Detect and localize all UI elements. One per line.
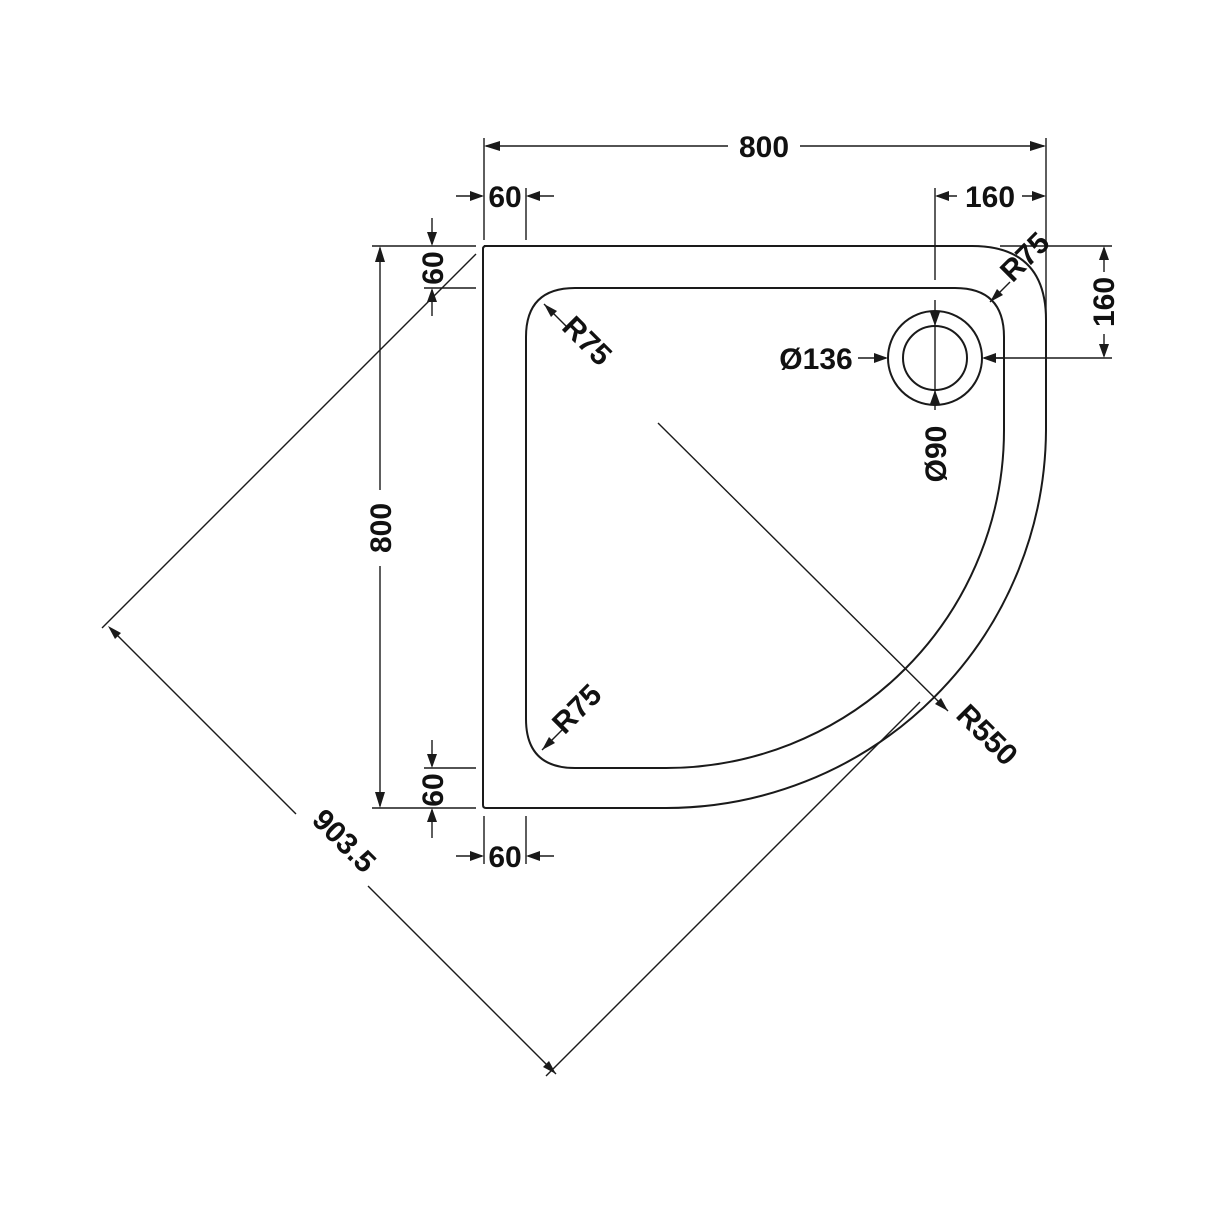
overall-depth-label: 800 bbox=[365, 503, 398, 553]
waste-inner-diameter-label: Ø90 bbox=[920, 426, 953, 483]
dim-rim-left-bottom: 60 bbox=[417, 740, 476, 838]
rim-left-label: 60 bbox=[417, 251, 450, 284]
dim-diagonal: 903.5 bbox=[101, 253, 921, 1077]
dim-waste-offset-x: 160 bbox=[934, 181, 1046, 280]
inner-radius-bottom-label: R75 bbox=[546, 678, 608, 740]
dim-rim-top: 60 bbox=[456, 181, 554, 240]
inner-radius-top-label: R75 bbox=[556, 310, 618, 372]
corner-radius-outer-label: R75 bbox=[994, 226, 1056, 288]
rim-top-label: 60 bbox=[488, 181, 521, 214]
dim-rim-left: 60 bbox=[417, 218, 476, 316]
diagonal-label: 903.5 bbox=[306, 803, 382, 879]
dim-inner-radius-top: R75 bbox=[543, 303, 618, 372]
rim-left-bottom-label: 60 bbox=[417, 773, 450, 806]
dim-overall-width: 800 bbox=[483, 131, 1047, 395]
dim-rim-bottom: 60 bbox=[456, 816, 554, 874]
dim-inner-radius-bottom: R75 bbox=[541, 678, 608, 751]
overall-width-label: 800 bbox=[739, 131, 789, 164]
rim-bottom-label: 60 bbox=[488, 841, 521, 874]
dim-waste-offset-y: 160 bbox=[990, 245, 1121, 359]
dim-overall-depth: 800 bbox=[365, 245, 476, 809]
waste-offset-x-label: 160 bbox=[965, 181, 1015, 214]
dim-waste-inner: Ø90 bbox=[920, 300, 953, 482]
waste-offset-y-label: 160 bbox=[1088, 277, 1121, 327]
curve-radius-label: R550 bbox=[950, 698, 1024, 772]
tray-inner-basin-outline bbox=[525, 287, 1005, 769]
waste-outer-diameter-label: Ø136 bbox=[779, 343, 852, 376]
dim-waste-outer: Ø136 bbox=[779, 343, 1004, 376]
